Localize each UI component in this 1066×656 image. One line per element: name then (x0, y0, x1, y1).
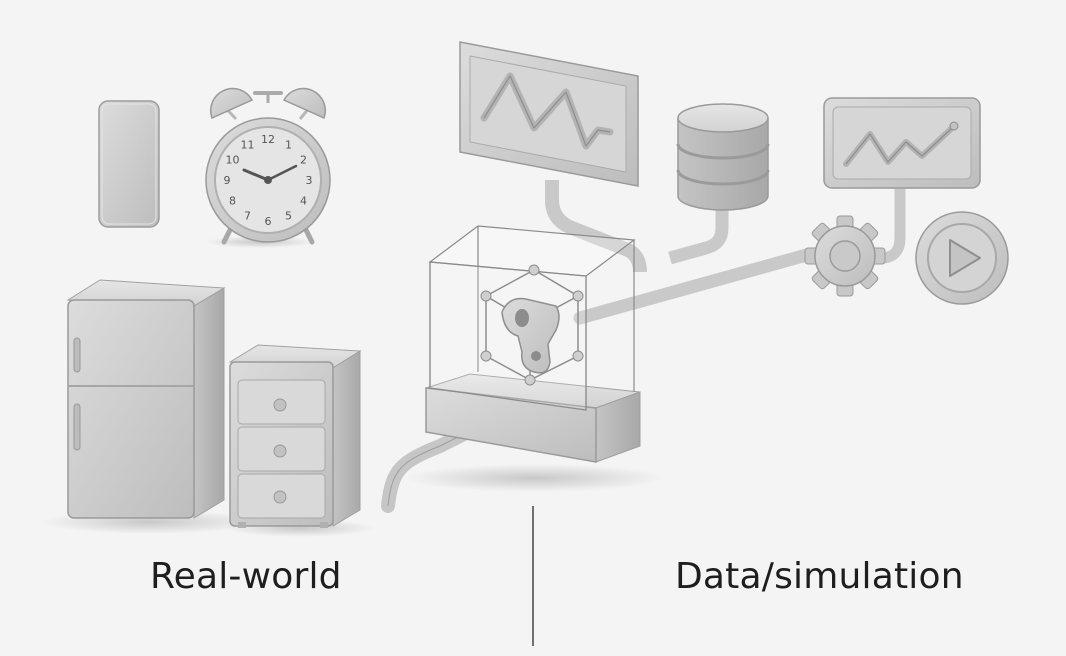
drawer-cabinet-icon (228, 344, 362, 528)
refrigerator-icon (66, 279, 226, 519)
clock-numeral: 12 (261, 133, 275, 146)
play-button-icon (915, 211, 1009, 305)
clock-numeral: 9 (224, 174, 231, 187)
clock-numeral: 3 (306, 174, 313, 187)
clock-numeral: 4 (300, 195, 307, 208)
waveform-monitor-icon (459, 41, 639, 187)
real-world-label: Real-world (150, 556, 342, 597)
3d-model-box-icon (425, 225, 641, 463)
clock-numeral: 8 (229, 195, 236, 208)
clock-numeral: 1 (285, 139, 292, 152)
clock-numeral: 10 (226, 154, 240, 167)
clock-numeral: 2 (300, 154, 307, 167)
clock-numeral: 6 (265, 215, 272, 228)
clock-numeral: 11 (241, 139, 255, 152)
gear-icon (804, 215, 886, 297)
phone-icon (98, 100, 160, 228)
clock-numeral: 7 (244, 210, 251, 223)
clock-numeral: 5 (285, 210, 292, 223)
line-chart-monitor-icon (823, 97, 981, 189)
data-simulation-label: Data/simulation (675, 556, 964, 597)
database-icon (676, 103, 770, 211)
